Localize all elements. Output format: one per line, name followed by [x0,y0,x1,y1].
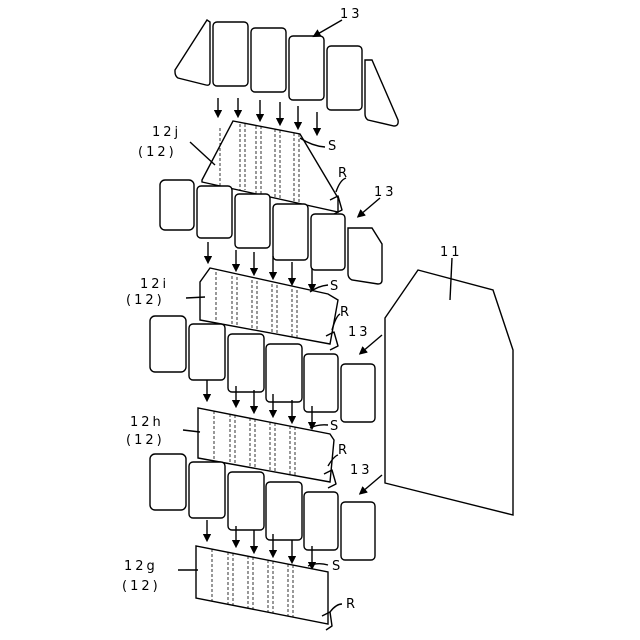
label-s-12h: S [330,419,341,434]
label-r-12i: R [340,305,352,320]
label-r-12j: R [338,166,350,181]
tile-row-13-top [175,20,398,126]
label-s-12j: S [328,139,339,154]
label-13-top: 13 [340,7,363,22]
label-12i-sub: (12) [126,293,165,308]
label-12j: 12j [152,125,181,140]
label-r-12g: R [346,597,358,612]
label-12g-sub: (12) [122,579,161,594]
label-13-fourth: 13 [350,463,373,478]
label-12h-sub: (12) [126,433,165,448]
label-11: 11 [440,245,463,260]
panel-11 [385,270,513,515]
label-s-12g: S [332,559,343,574]
label-13-second: 13 [374,185,397,200]
label-13-third: 13 [348,325,371,340]
leader-12i [186,297,205,298]
leader-rg [330,604,342,612]
arrow-13a [316,20,342,35]
label-s-12i: S [330,279,341,294]
label-12j-sub: (12) [138,145,177,160]
label-12h: 12h [130,415,164,430]
label-12i: 12i [140,277,169,292]
leader-12j [190,142,215,165]
leader-sg [308,564,328,566]
label-r-12h: R [338,443,350,458]
label-12g: 12g [124,559,158,574]
arrow-13b [360,198,380,215]
